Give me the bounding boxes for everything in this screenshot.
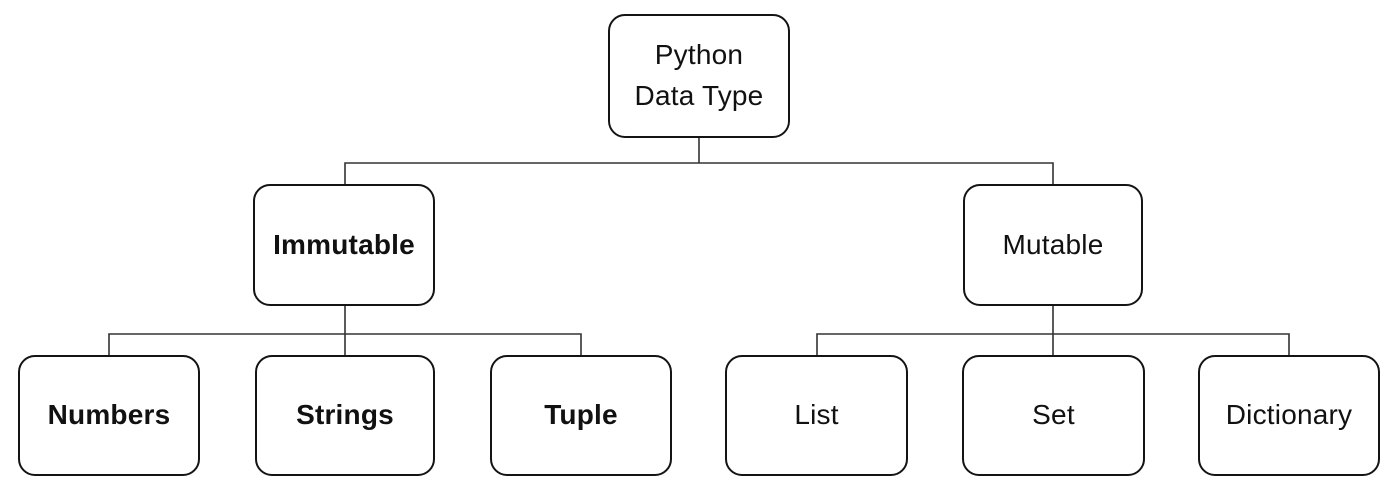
node-immutable-label: Immutable (273, 228, 415, 260)
node-dictionary-label: Dictionary (1225, 399, 1353, 431)
node-list: List (725, 355, 908, 476)
node-set-label: Set (1032, 399, 1075, 431)
node-mutable: Mutable (963, 184, 1143, 306)
node-mutable-label: Mutable (1002, 228, 1104, 260)
node-strings-label: Strings (296, 399, 394, 431)
connector-immutable-to-children (108, 306, 582, 355)
connector-root-to-children (344, 138, 1054, 184)
node-numbers: Numbers (18, 355, 200, 476)
node-dictionary: Dictionary (1198, 355, 1380, 476)
node-list-label: List (794, 399, 839, 431)
node-set: Set (962, 355, 1145, 476)
node-tuple: Tuple (490, 355, 672, 476)
node-numbers-label: Numbers (47, 399, 171, 431)
node-strings: Strings (255, 355, 435, 476)
node-python-data-type-label: Python Data Type (634, 39, 764, 111)
connector-mutable-to-children (816, 306, 1290, 355)
node-tuple-label: Tuple (544, 399, 618, 431)
node-python-data-type: Python Data Type (608, 14, 790, 138)
node-immutable: Immutable (253, 184, 435, 306)
